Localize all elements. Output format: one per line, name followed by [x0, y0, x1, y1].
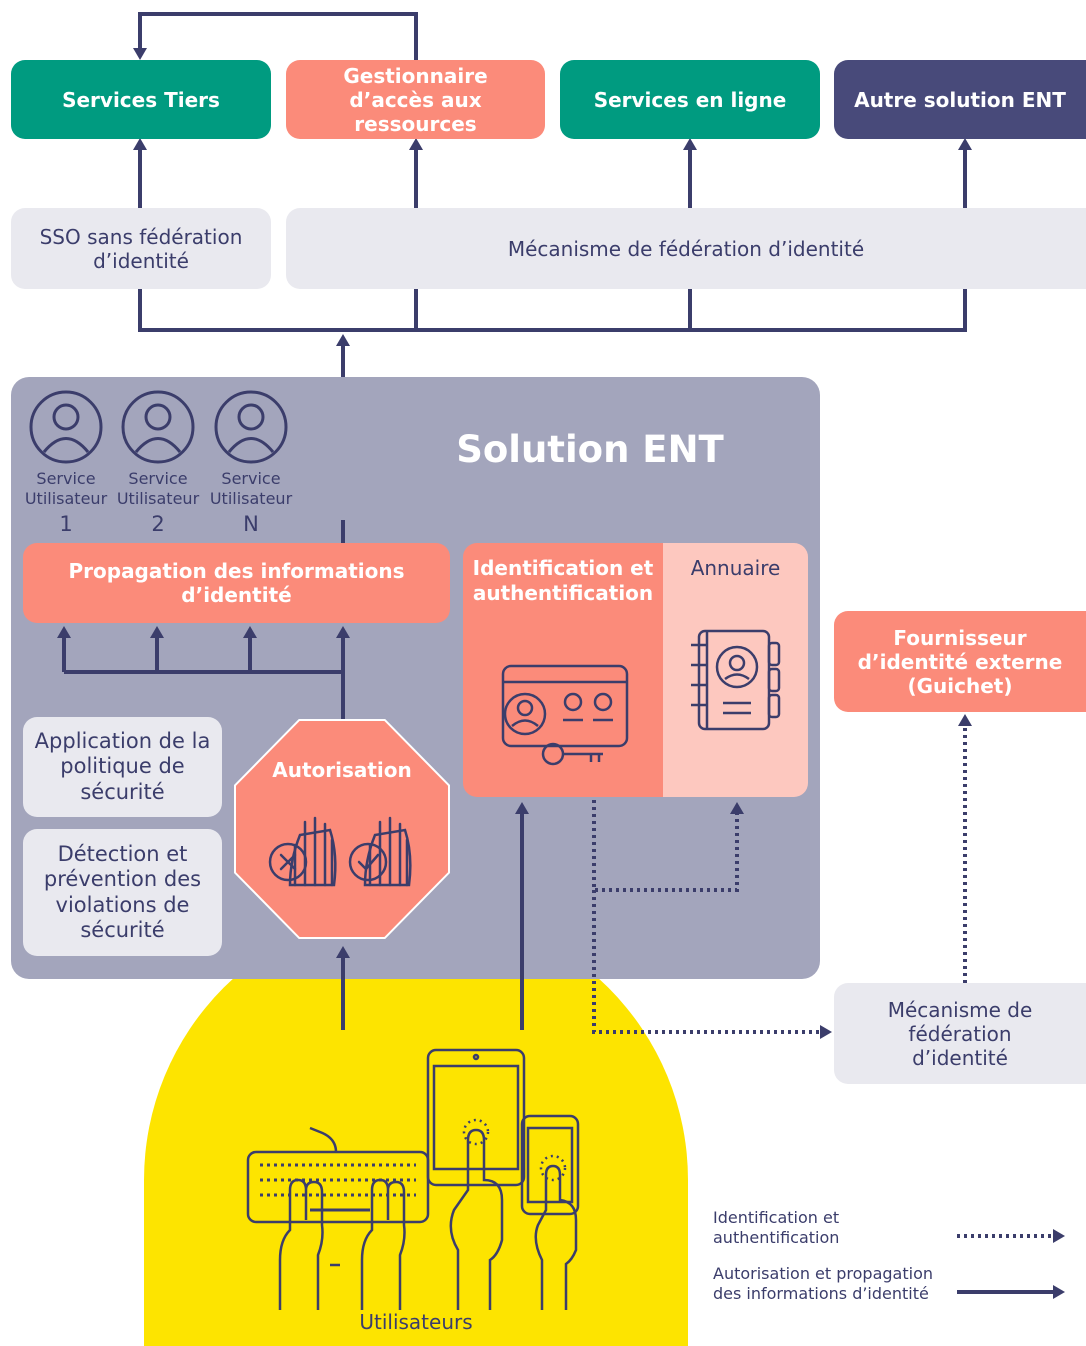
mecanisme-federation-label: Mécanisme de fédération d’identité — [507, 236, 865, 261]
detection-prevention-box: Détection et prévention des violations d… — [23, 829, 222, 956]
utilisateurs-label: Utilisateurs — [359, 1310, 473, 1334]
legend-dotted-label: Identification et authentification — [713, 1208, 840, 1247]
services-tiers-label: Services Tiers — [62, 87, 220, 112]
identification-label: Identification et authentification — [472, 556, 654, 605]
sso-box: SSO sans fédération d’identité — [11, 208, 271, 289]
annuaire-label: Annuaire — [690, 556, 781, 580]
autre-solution-box: Autre solution ENT — [834, 60, 1086, 139]
mecanisme-federation-box: Mécanisme de fédération d’identité — [286, 208, 1086, 289]
sso-label: SSO sans fédération d’identité — [39, 224, 243, 273]
autorisation-label: Autorisation — [272, 758, 412, 782]
autorisation-octagon — [236, 721, 448, 937]
propagation-label: Propagation des informations d’identité — [68, 559, 405, 607]
id-card-key-icon — [501, 664, 629, 766]
services-en-ligne-box: Services en ligne — [560, 60, 820, 139]
legend-dotted-arrow — [957, 1229, 1065, 1243]
address-book-icon — [691, 629, 781, 731]
gestionnaire-box: Gestionnaire d’accès aux ressources — [286, 60, 545, 139]
propagation-box: Propagation des informations d’identité — [23, 543, 450, 623]
user-icon-n — [214, 390, 288, 464]
user-icon-1 — [29, 390, 103, 464]
gestionnaire-label: Gestionnaire d’accès aux ressources — [343, 63, 488, 136]
service-user-2-num: 2 — [151, 512, 165, 536]
service-user-n-label: Service Utilisateur — [209, 469, 293, 508]
autre-solution-label: Autre solution ENT — [854, 87, 1066, 112]
fournisseur-identite-label: Fournisseur d’identité externe (Guichet) — [857, 625, 1063, 698]
loop-connector — [138, 12, 418, 60]
hands-icon — [268, 816, 412, 887]
application-politique-label: Application de la politique de sécurité — [34, 729, 211, 804]
application-politique-box: Application de la politique de sécurité — [23, 717, 222, 817]
services-tiers-box: Services Tiers — [11, 60, 271, 139]
solution-ent-title: Solution ENT — [456, 428, 724, 471]
detection-prevention-label: Détection et prévention des violations d… — [43, 842, 202, 942]
services-en-ligne-label: Services en ligne — [593, 87, 787, 112]
user-icon-2 — [121, 390, 195, 464]
legend-solid-label: Autorisation et propagation des informat… — [713, 1264, 933, 1303]
fournisseur-identite-box: Fournisseur d’identité externe (Guichet) — [834, 611, 1086, 712]
service-user-n-num: N — [243, 512, 259, 536]
mecanisme-externe-box: Mécanisme de fédération d’identité — [834, 983, 1086, 1084]
service-user-1-label: Service Utilisateur — [24, 469, 108, 508]
devices-icon — [246, 1048, 580, 1310]
legend-solid-arrow — [957, 1285, 1065, 1299]
service-user-1-num: 1 — [59, 512, 73, 536]
mecanisme-externe-label: Mécanisme de fédération d’identité — [887, 997, 1033, 1070]
service-user-2-label: Service Utilisateur — [116, 469, 200, 508]
users-area — [144, 908, 688, 1346]
